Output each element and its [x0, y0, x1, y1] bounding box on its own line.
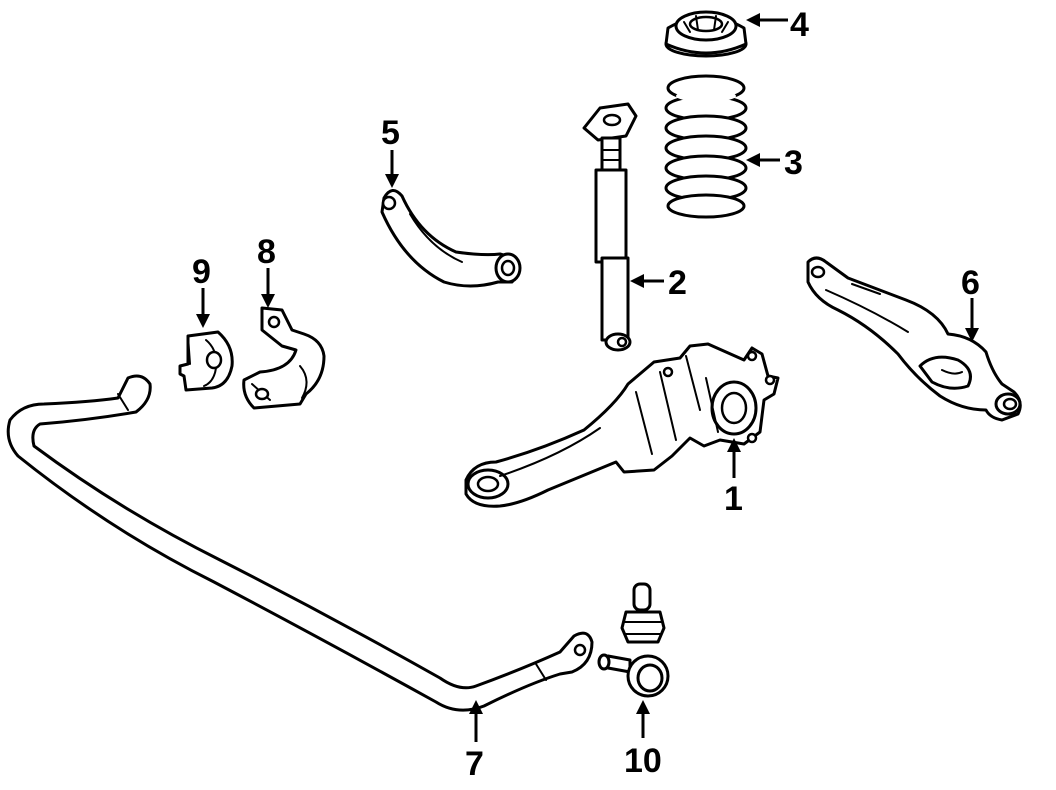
bushing-bracket[interactable]: [242, 306, 326, 410]
callout-6[interactable]: 6: [961, 264, 980, 302]
callout-3[interactable]: 3: [784, 144, 803, 182]
stabilizer-bushing[interactable]: [178, 330, 234, 392]
callout-7[interactable]: 7: [465, 745, 484, 783]
callout-10[interactable]: 10: [624, 742, 662, 780]
callout-9[interactable]: 9: [192, 253, 211, 291]
stabilizer-bar[interactable]: [6, 374, 594, 712]
trailing-arm-knuckle[interactable]: [464, 342, 780, 508]
coil-spring[interactable]: [664, 74, 748, 219]
shock-absorber[interactable]: [582, 102, 638, 352]
callout-2[interactable]: 2: [668, 264, 687, 302]
callout-1[interactable]: 1: [724, 480, 743, 518]
callout-8[interactable]: 8: [257, 233, 276, 271]
leader-lines: [196, 13, 979, 742]
callout-labels: 4 3 2 5 9 8 6 1 7 10: [192, 6, 980, 783]
callout-5[interactable]: 5: [381, 114, 400, 152]
callout-4[interactable]: 4: [790, 6, 809, 44]
spring-seat[interactable]: [664, 10, 748, 58]
upper-control-arm[interactable]: [380, 189, 522, 288]
stabilizer-link[interactable]: [597, 582, 670, 698]
lower-control-arm[interactable]: [806, 256, 1022, 422]
